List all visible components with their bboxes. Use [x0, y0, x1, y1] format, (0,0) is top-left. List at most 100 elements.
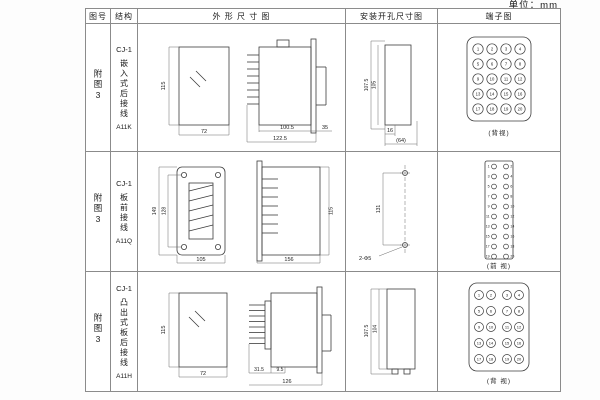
terminal-circle	[501, 353, 512, 364]
terminal-number: 8	[518, 61, 521, 66]
terminal-circle	[490, 203, 497, 209]
terminal-number: 2	[489, 292, 492, 297]
terminal-body	[466, 36, 531, 121]
terminal-number: 11	[504, 324, 509, 329]
terminal-number: 18	[489, 106, 494, 111]
unit-label: 单位：mm	[508, 0, 558, 11]
dim-hole-small: 16	[386, 128, 392, 134]
outline-cell: 149 128 105	[137, 151, 346, 272]
terminal-circle	[499, 72, 512, 85]
spec-table: 图号 结构 外 形 尺 寸 图 安装开孔尺寸图 端子图 附图3 CJ-1 嵌入式…	[85, 8, 561, 392]
terminal-number: 1	[477, 292, 480, 297]
terminal-number: 12	[517, 76, 522, 81]
terminal-number: 17	[475, 106, 480, 111]
figure-cell: 附图3	[85, 271, 111, 392]
terminal-circle	[473, 321, 484, 332]
cutout-view: 131 2-Φ5	[359, 164, 410, 262]
terminal-number: 10	[488, 324, 493, 329]
type-code-label: A11H	[116, 372, 132, 380]
terminal-circle	[499, 87, 512, 100]
holes-drawing-a11k: 107.5 105 16 (64)	[364, 40, 417, 146]
terminal-circle	[513, 289, 524, 300]
structure-label: 嵌入式后接线	[119, 58, 129, 119]
terminal-number: 12	[516, 324, 521, 329]
terminal-circle	[485, 57, 498, 70]
terminal-number: 14	[510, 224, 514, 228]
terminal-circle	[490, 163, 497, 169]
dim-width: 72	[200, 129, 206, 135]
terminal-circle	[501, 305, 512, 316]
figure-cell: 附图3	[85, 23, 111, 152]
terminal-circle	[485, 305, 496, 316]
terminal-circle	[471, 102, 484, 115]
holes-cell: 107.5 104	[345, 271, 438, 392]
terminal-circle	[502, 243, 509, 249]
terminal-number: 20	[510, 254, 514, 258]
terminal-number: 3	[487, 174, 489, 178]
outline-drawing-a11h: 115 72	[161, 286, 331, 385]
terminal-number: 15	[503, 91, 508, 96]
terminal-number: 17	[485, 244, 489, 248]
terminal-body	[484, 160, 513, 259]
terminal-number: 15	[504, 340, 509, 345]
terminal-circle	[471, 87, 484, 100]
terminal-number: 1	[487, 164, 489, 168]
terminal-circle	[513, 87, 526, 100]
dim-hole-inner: 104	[372, 324, 378, 333]
terminal-number: 12	[510, 214, 514, 218]
terminal-number: 7	[487, 194, 489, 198]
terminal-number: 20	[517, 106, 522, 111]
structure-block: CJ-1 嵌入式后接线 A11K	[111, 45, 137, 131]
terminal-number: 19	[504, 356, 509, 361]
figure-cell: 附图3	[85, 151, 111, 272]
cutout-view: 107.5 105 16 (64)	[364, 40, 417, 146]
terminal-circle	[513, 42, 526, 55]
outline-cell: 115 72	[137, 271, 346, 392]
terminal-body	[468, 282, 529, 371]
terminal-circle	[502, 233, 509, 239]
terminal-circle	[502, 253, 509, 259]
terminal-circle	[513, 57, 526, 70]
side-view: 100.5 35 122.5	[246, 38, 332, 142]
outline-drawing-a11q: 149 128 105	[152, 160, 334, 263]
terminal-circle	[473, 337, 484, 348]
terminal-circle	[499, 102, 512, 115]
dim-pin-length: 31.5	[254, 367, 264, 373]
terminal-number: 9	[487, 204, 489, 208]
structure-label: 凸出式板后接线	[119, 297, 129, 368]
terminal-number: 5	[477, 308, 480, 313]
terminal-view-label: (背视)	[488, 128, 509, 137]
terminal-circle	[502, 213, 509, 219]
col-header-structure: 结构	[110, 8, 138, 24]
structure-block: CJ-1 板前接线 A11Q	[111, 179, 137, 245]
terminal-circle	[471, 42, 484, 55]
terminal-circle	[502, 163, 509, 169]
cutout-view: 107.5 104	[364, 288, 415, 374]
terminal-number: 4	[517, 292, 520, 297]
front-view: 149 128 105	[152, 166, 225, 263]
terminal-circle	[502, 193, 509, 199]
dim-hole-outer: 107.5	[364, 78, 370, 91]
structure-cell: CJ-1 凸出式板后接线 A11H	[110, 271, 138, 392]
terminal-circle	[490, 243, 497, 249]
terminal-circle	[502, 203, 509, 209]
terminal-circle	[490, 193, 497, 199]
front-view: 115 72	[161, 46, 229, 135]
structure-cell: CJ-1 嵌入式后接线 A11K	[110, 23, 138, 152]
terminal-circle	[501, 289, 512, 300]
terminal-number: 16	[517, 91, 522, 96]
terminal-number: 4	[510, 174, 512, 178]
col-header-holes: 安装开孔尺寸图	[345, 8, 438, 24]
side-view: 156 115	[256, 160, 334, 263]
terminal-circle	[473, 289, 484, 300]
dim-height: 149	[152, 206, 158, 215]
dim-side-height: 115	[328, 206, 334, 214]
terminal-number: 9	[476, 76, 479, 81]
terminal-number: 19	[485, 254, 489, 258]
holes-cell: 107.5 105 16 (64)	[345, 23, 438, 152]
terminal-circle	[501, 321, 512, 332]
